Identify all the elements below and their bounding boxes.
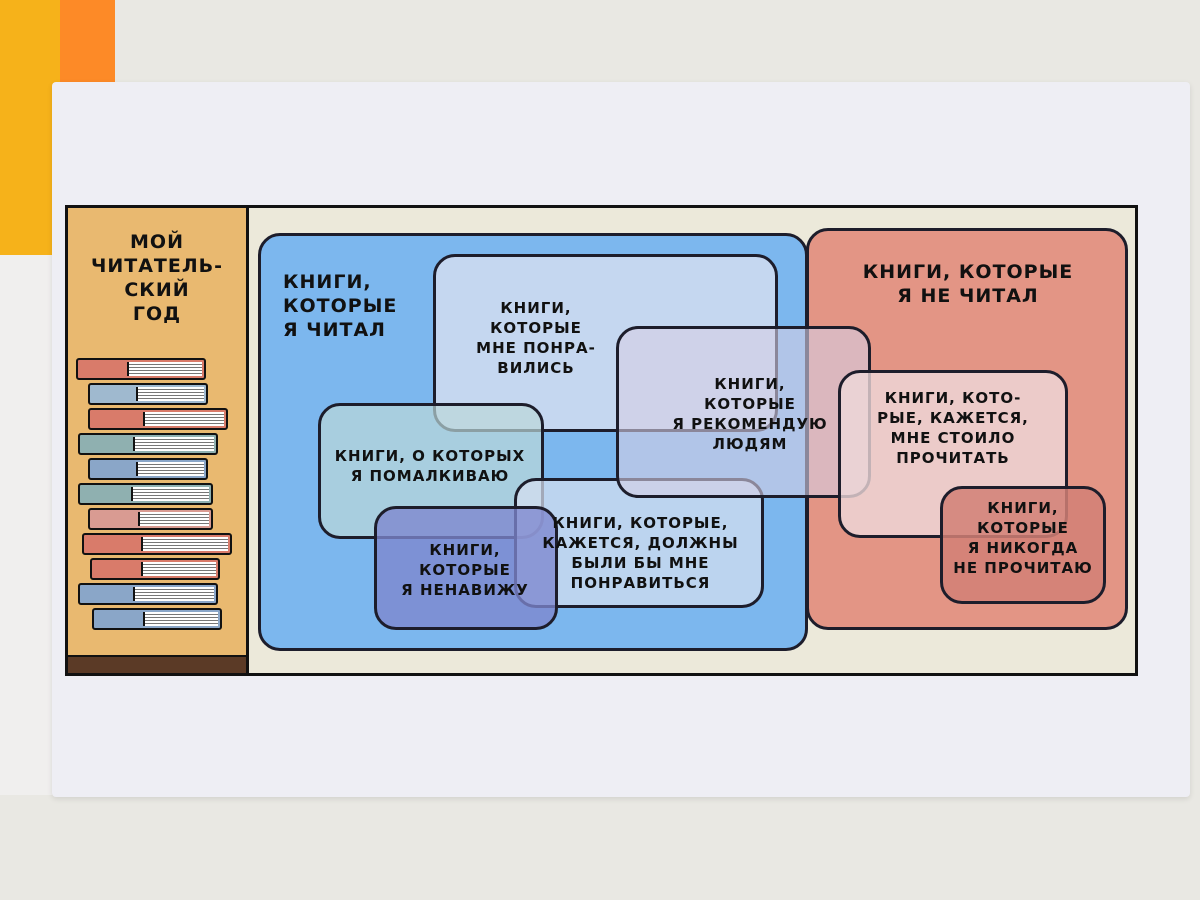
label-liked: КНИГИ, КОТОРЫЕ МНЕ ПОНРА- ВИЛИСЬ bbox=[476, 299, 596, 377]
label-should-read: КНИГИ, КОТО- РЫЕ, КАЖЕТСЯ, МНЕ СТОИЛО ПР… bbox=[877, 389, 1029, 467]
book-icon bbox=[88, 508, 213, 530]
sidebar-title-line: СКИЙ bbox=[124, 279, 190, 301]
sidebar-title-line: ГОД bbox=[132, 303, 182, 325]
book-icon bbox=[78, 433, 218, 455]
comic-panel: МОЙ ЧИТАТЕЛЬ- СКИЙ ГОД КНИГИ, КОТОРЫЕ Я … bbox=[65, 205, 1138, 676]
book-icon bbox=[90, 558, 220, 580]
sidebar-title: МОЙ ЧИТАТЕЛЬ- СКИЙ ГОД bbox=[74, 230, 240, 326]
book-icon bbox=[88, 458, 208, 480]
set-never-read bbox=[940, 486, 1106, 604]
sidebar-title-line: ЧИТАТЕЛЬ- bbox=[90, 255, 223, 277]
label-keep-quiet: КНИГИ, О КОТОРЫХ Я ПОМАЛКИВАЮ bbox=[334, 447, 526, 485]
shelf bbox=[68, 655, 246, 673]
book-icon bbox=[88, 383, 208, 405]
book-pages bbox=[136, 387, 204, 401]
book-pages bbox=[127, 362, 202, 376]
book-pages bbox=[133, 437, 214, 451]
label-recommend: КНИГИ, КОТОРЫЕ Я РЕКОМЕНДУЮ ЛЮДЯМ bbox=[672, 375, 828, 453]
book-pages bbox=[136, 462, 204, 476]
label-books-read: КНИГИ, КОТОРЫЕ Я ЧИТАЛ bbox=[283, 271, 398, 341]
label-hate: КНИГИ, КОТОРЫЕ Я НЕНАВИЖУ bbox=[401, 541, 529, 599]
book-icon bbox=[78, 583, 218, 605]
book-pages bbox=[131, 487, 209, 501]
sidebar-title-line: МОЙ bbox=[130, 231, 184, 253]
book-icon bbox=[78, 483, 213, 505]
book-icon bbox=[76, 358, 206, 380]
book-pages bbox=[143, 412, 224, 426]
book-icon bbox=[88, 408, 228, 430]
book-pages bbox=[141, 562, 216, 576]
page-edge-left bbox=[0, 255, 52, 795]
label-never-read: КНИГИ, КОТОРЫЕ Я НИКОГДА НЕ ПРОЧИТАЮ bbox=[953, 499, 1093, 577]
set-hate bbox=[374, 506, 558, 630]
book-icon bbox=[82, 533, 232, 555]
book-pages bbox=[143, 612, 218, 626]
sticky-note-orange bbox=[60, 0, 115, 90]
sidebar-title-panel: МОЙ ЧИТАТЕЛЬ- СКИЙ ГОД bbox=[68, 208, 249, 673]
book-pages bbox=[133, 587, 214, 601]
sticky-note-yellow bbox=[0, 0, 60, 260]
book-icon bbox=[92, 608, 222, 630]
label-books-not-read: КНИГИ, КОТОРЫЕ Я НЕ ЧИТАЛ bbox=[862, 261, 1074, 307]
book-pages bbox=[138, 512, 209, 526]
book-pages bbox=[141, 537, 228, 551]
label-should-have-liked: КНИГИ, КОТОРЫЕ, КАЖЕТСЯ, ДОЛЖНЫ БЫЛИ БЫ … bbox=[542, 514, 739, 592]
